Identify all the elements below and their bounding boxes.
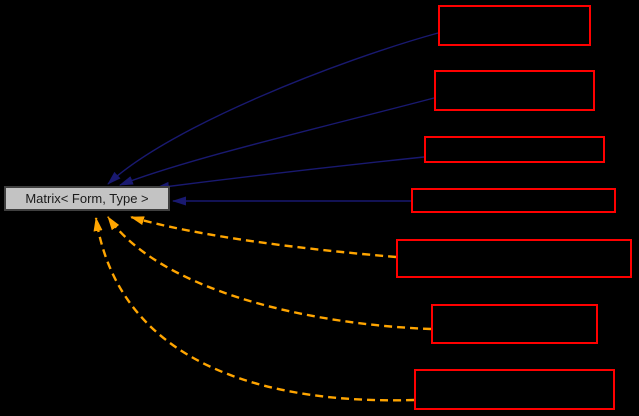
center-node-matrix-form-type: Matrix< Form, Type > — [4, 186, 170, 211]
edge-related-class-3-to-matrix-form-type-solid — [155, 156, 425, 191]
edge-related-class-7-to-matrix-form-type-dashed — [93, 217, 415, 402]
edge-related-class-2-to-matrix-form-type-solid — [119, 97, 435, 186]
node-label: Matrix< Form, Type > — [25, 191, 149, 206]
edge-related-class-1-to-matrix-form-type-solid — [107, 32, 439, 185]
class-node-related-class-4[interactable] — [411, 188, 616, 213]
class-node-related-class-6[interactable] — [431, 304, 598, 344]
class-node-related-class-7[interactable] — [414, 369, 615, 410]
class-node-related-class-5[interactable] — [396, 239, 632, 278]
edge-related-class-5-to-matrix-form-type-dashed — [130, 215, 397, 259]
class-node-related-class-3[interactable] — [424, 136, 605, 163]
class-node-related-class-1[interactable] — [438, 5, 591, 46]
class-node-related-class-2[interactable] — [434, 70, 595, 111]
edge-related-class-6-to-matrix-form-type-dashed — [107, 216, 432, 331]
